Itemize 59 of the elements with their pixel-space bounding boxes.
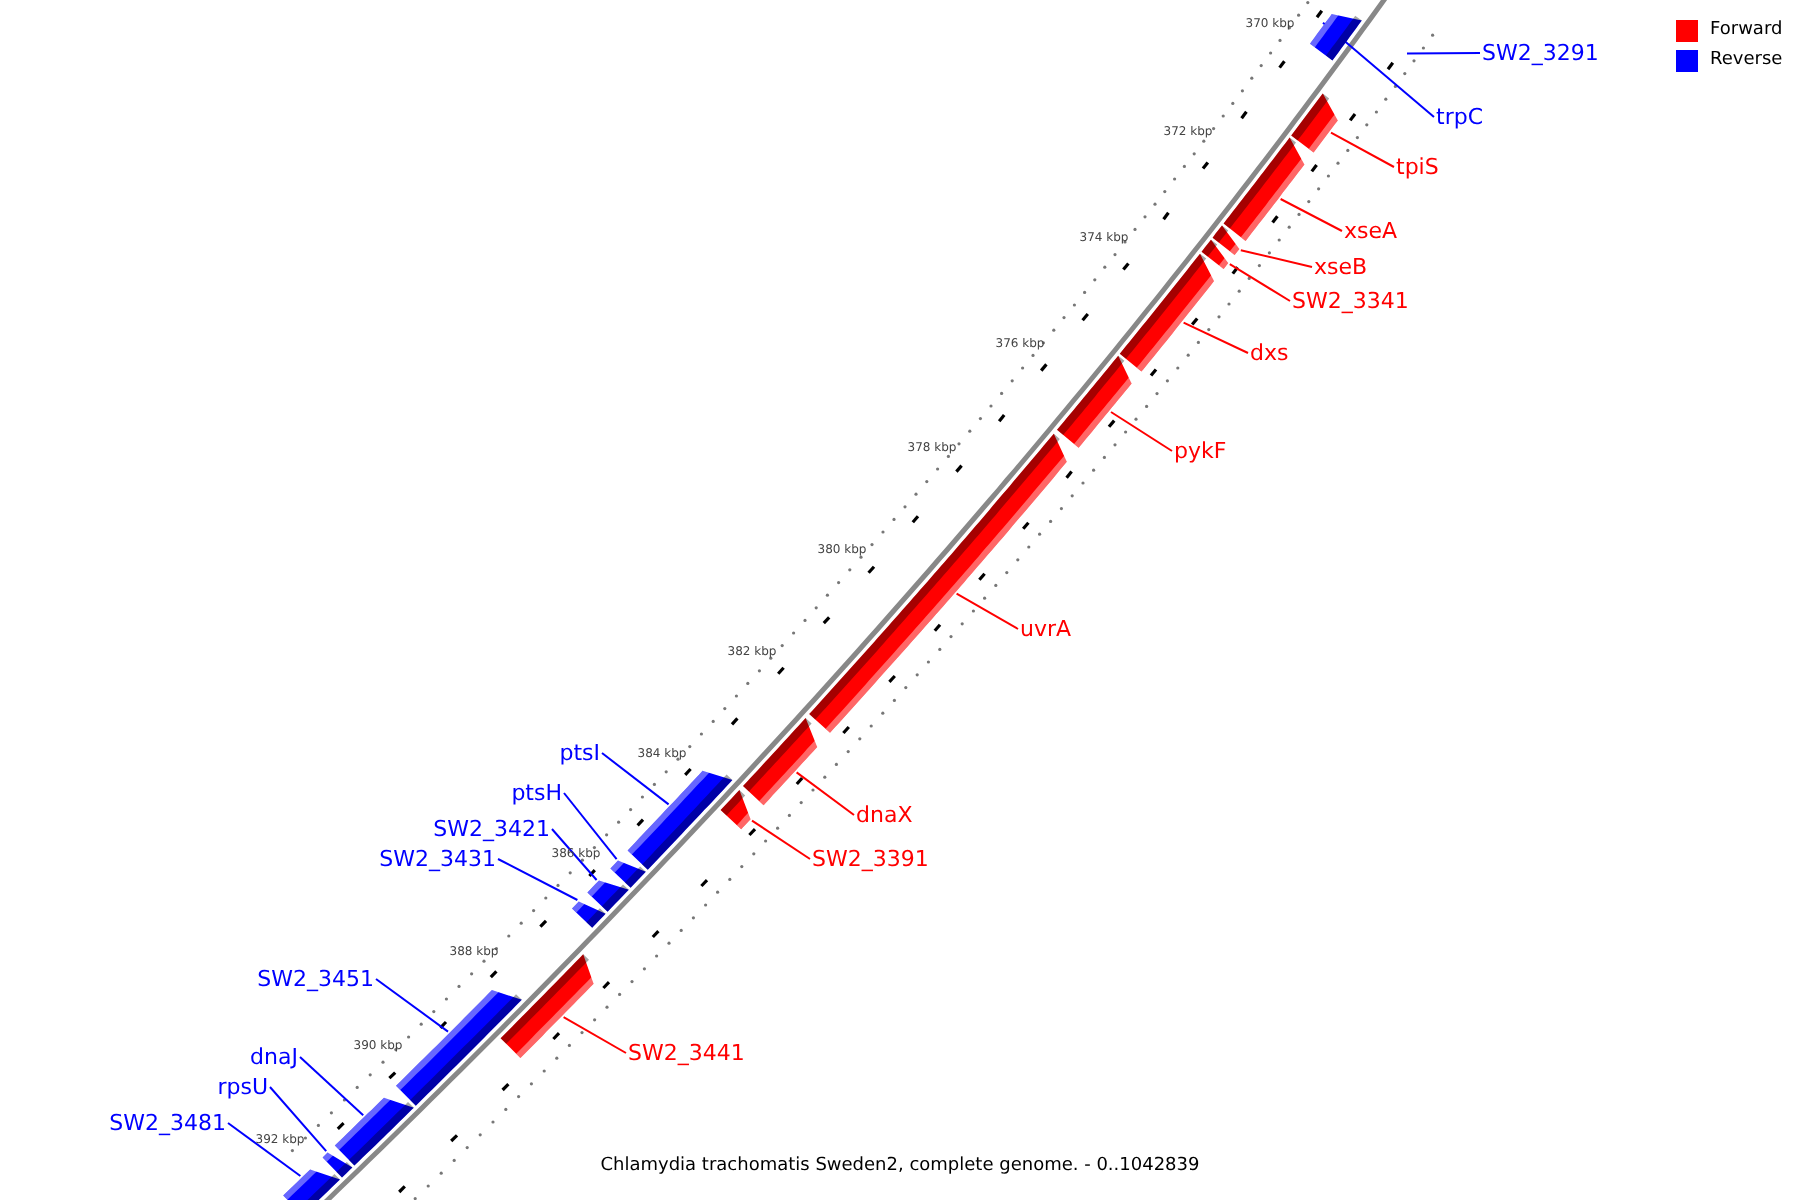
gene-segment bbox=[627, 765, 733, 870]
gene-segment bbox=[1057, 355, 1136, 448]
leader-line bbox=[751, 819, 811, 860]
leader-line bbox=[1406, 52, 1481, 55]
gene-label: SW2_3441 bbox=[628, 1040, 745, 1066]
gene-label: xseB bbox=[1314, 254, 1368, 280]
leader-line bbox=[497, 858, 579, 901]
leader-line bbox=[1330, 131, 1395, 168]
gene-segment bbox=[743, 718, 822, 806]
gene-label: SW2_3481 bbox=[109, 1110, 226, 1136]
leader-line bbox=[227, 1122, 302, 1177]
leader-line bbox=[795, 771, 855, 816]
caption: Chlamydia trachomatis Sweden2, complete genome. - 0..1042839 bbox=[598, 1156, 1202, 1178]
gene-segment bbox=[1212, 225, 1240, 255]
leader-line bbox=[299, 1056, 365, 1117]
leader-line bbox=[1228, 263, 1291, 302]
leader-line bbox=[601, 752, 670, 806]
gene-segment bbox=[587, 874, 629, 912]
gene-segment bbox=[1119, 253, 1218, 372]
gene-label: dnaJ bbox=[250, 1044, 298, 1070]
leader-line bbox=[955, 592, 1019, 630]
gene-segment bbox=[500, 954, 599, 1058]
gene-segment bbox=[322, 1151, 353, 1178]
leader-line bbox=[1110, 411, 1173, 452]
gene-segment bbox=[720, 790, 756, 830]
gene-label: SW2_3291 bbox=[1482, 40, 1599, 66]
gene-label: xseA bbox=[1344, 218, 1398, 244]
leader-line bbox=[562, 1016, 627, 1054]
leader-line bbox=[375, 978, 449, 1033]
gene-label: uvrA bbox=[1020, 616, 1072, 642]
gene-label: ptsH bbox=[511, 780, 562, 806]
gene-segment bbox=[1291, 93, 1341, 153]
gene-label: SW2_3341 bbox=[1292, 288, 1409, 314]
legend-label: Reverse bbox=[1710, 50, 1783, 72]
gene-segment bbox=[283, 1163, 340, 1200]
leader-line bbox=[1182, 321, 1249, 354]
gene-segment bbox=[809, 433, 1071, 733]
gene-label: SW2_3431 bbox=[379, 846, 496, 872]
leader-line bbox=[551, 828, 598, 881]
gene-segment bbox=[610, 856, 646, 888]
gene-label: trpC bbox=[1436, 104, 1483, 130]
leader-line bbox=[1279, 198, 1343, 232]
gene-segment bbox=[572, 898, 606, 928]
gene-label: pykF bbox=[1174, 438, 1227, 464]
gene-segment bbox=[1201, 239, 1229, 269]
gene-segment bbox=[334, 1092, 414, 1166]
gene-label: SW2_3391 bbox=[812, 846, 929, 872]
gene-label: dnaX bbox=[856, 802, 913, 828]
leader-line bbox=[269, 1086, 328, 1153]
leader-line bbox=[1239, 249, 1313, 268]
gene-segment bbox=[1223, 137, 1308, 241]
gene-label: tpiS bbox=[1396, 154, 1439, 180]
gene-label: SW2_3451 bbox=[257, 966, 374, 992]
gene-label: rpsU bbox=[217, 1074, 268, 1100]
gene-label: dxs bbox=[1250, 340, 1289, 366]
leader-line bbox=[563, 792, 618, 861]
gene-label: ptsI bbox=[559, 740, 600, 766]
gene-label: SW2_3421 bbox=[433, 816, 550, 842]
legend-label: Forward bbox=[1710, 20, 1783, 42]
